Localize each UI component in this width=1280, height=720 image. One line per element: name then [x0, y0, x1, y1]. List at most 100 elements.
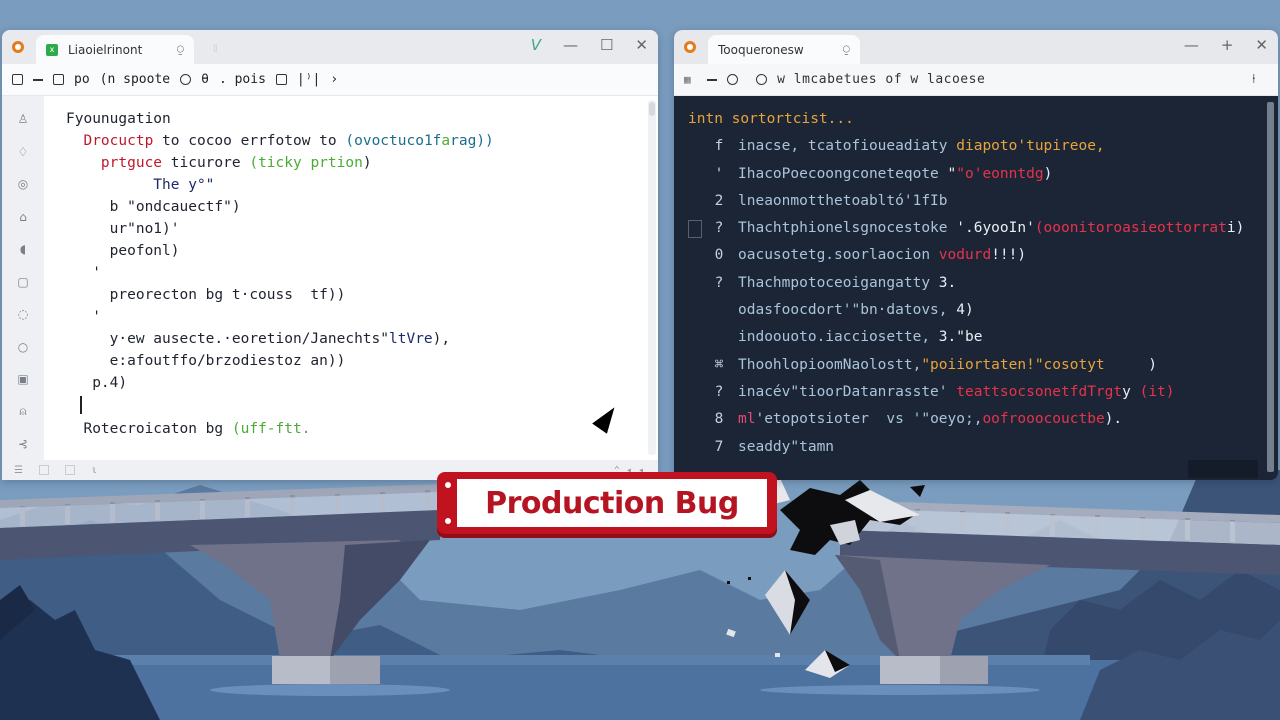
terminal-line: ⌘ThoohlopioomNaolostt,"poiiortaten!"coso…	[688, 352, 1278, 379]
minus-icon[interactable]	[707, 78, 718, 81]
terminal-token: '.6yooIn'	[956, 220, 1035, 237]
terminal-tab[interactable]: Tooqueronesw ⍜	[708, 35, 860, 64]
code-line: peofonl)	[66, 240, 658, 262]
circle-icon[interactable]: ○	[17, 339, 29, 354]
app-logo-icon	[12, 41, 24, 53]
code-line: preorecton bg t·couss tf))	[66, 284, 658, 306]
activity-bar: ♙ ♢ ◎ ⌂ ◖ ▢ ◌ ○ ▣ ⍝ ⊰	[2, 96, 44, 460]
terminal-token: Thachtphionelsgnocestoke	[738, 220, 957, 237]
line-marker: f	[714, 138, 724, 155]
code-token: ),	[432, 331, 451, 347]
terminal-token: Thachmpotoceoigangatty	[738, 274, 939, 291]
image-icon[interactable]: ▣	[17, 372, 29, 386]
person-icon[interactable]: ♙	[17, 112, 29, 126]
bolt-icon	[445, 518, 451, 524]
editor-toolbar: po (n spoote θ . pois |⁾| ›	[2, 64, 658, 96]
terminal-corner	[1188, 460, 1258, 478]
code-token: to cocoo errfotow to	[153, 133, 346, 149]
terminal-token: 3."be	[938, 329, 983, 346]
terminal-scrollbar[interactable]	[1267, 102, 1274, 472]
chevron-right-icon[interactable]: ›	[330, 72, 339, 87]
close-button[interactable]: ✕	[1255, 36, 1268, 54]
speech-icon[interactable]: ◖	[19, 242, 27, 256]
status-box-icon[interactable]	[38, 465, 49, 475]
vertical-scrollbar[interactable]	[648, 100, 656, 455]
circle-icon[interactable]	[756, 74, 768, 85]
code-token: preorecton bg t·couss tf))	[66, 287, 346, 303]
bag-icon[interactable]: ⌂	[19, 209, 27, 224]
new-tab-button[interactable]: +	[1220, 36, 1234, 54]
code-line: Fyounugation	[66, 108, 658, 130]
code-line: ur"no1)'	[66, 218, 658, 240]
code-area[interactable]: Fyounugation Drocuctp to cocoo errfotow …	[44, 96, 658, 460]
check-icon[interactable]: V	[530, 36, 541, 54]
terminal-token: 'etopotsioter vs '"oeyo;,	[755, 411, 983, 428]
terminal-token: )	[1104, 356, 1158, 373]
code-token: (ticky prtion	[249, 155, 363, 171]
collapse-icon[interactable]	[33, 78, 43, 81]
terminal-token: ml	[738, 411, 756, 428]
terminal-token: oacusotetg.soorlaocion	[738, 247, 939, 264]
code-token: rag))	[450, 133, 494, 149]
sign-label: Production Bug	[457, 479, 767, 527]
terminal-token: intn	[688, 111, 732, 127]
panel-icon[interactable]	[53, 74, 64, 85]
tab-title: Liaoielrinont	[68, 42, 143, 57]
minimize-button[interactable]: —	[562, 36, 578, 54]
terminal-token: )	[1043, 165, 1053, 182]
terminal-line: ?Thachtphionelsgnocestoke '.6yooIn'(ooon…	[688, 215, 1278, 242]
pin-icon[interactable]: ♢	[17, 144, 29, 159]
title-bar: Tooqueronesw ⍜ — + ✕	[674, 30, 1278, 64]
code-token	[66, 133, 83, 149]
code-line: p.4)	[66, 372, 658, 394]
new-tab-button[interactable]: ▯	[212, 41, 219, 54]
code-token: prtguce	[100, 155, 163, 171]
sidebar-toggle-icon[interactable]	[12, 74, 23, 85]
code-token: b "ondcauectf")	[66, 199, 241, 215]
lock-icon[interactable]: ⍝	[19, 404, 27, 418]
tab-title: Tooqueronesw	[718, 42, 804, 57]
text-cursor	[80, 396, 82, 414]
menu-icon[interactable]: ☰	[14, 464, 23, 476]
status-box-icon[interactable]	[64, 465, 75, 475]
grid-icon[interactable]: ▦	[684, 73, 692, 86]
toolbar-path: w lmcabetues of w lacoese	[777, 72, 986, 87]
code-token: a	[441, 133, 451, 149]
toolbar-item[interactable]: θ	[201, 72, 209, 87]
editor-tab[interactable]: x Liaoielrinont ⍜	[36, 35, 194, 64]
circle-icon[interactable]	[727, 74, 739, 85]
close-button[interactable]: ✕	[635, 36, 648, 54]
terminal-token: IhacoPoecoongconeteqote	[738, 165, 948, 182]
tab-close-icon[interactable]: ⍜	[176, 42, 184, 56]
toolbar-item[interactable]: . pois	[218, 72, 266, 87]
globe-icon[interactable]: ◌	[17, 307, 29, 321]
code-token: peofonl)	[66, 243, 180, 259]
code-token: The y°"	[66, 177, 215, 193]
code-token: '	[66, 265, 101, 281]
record-icon[interactable]	[180, 74, 192, 85]
pin-icon[interactable]: ⍿	[1252, 72, 1256, 87]
toolbar-item[interactable]: (n spoote	[99, 72, 171, 87]
terminal-token: diapoto'tupireoe,	[956, 138, 1105, 155]
split-icon[interactable]	[275, 74, 287, 85]
code-line	[66, 396, 658, 418]
terminal-token: oofrooocouctbe	[982, 411, 1105, 428]
code-token: ltVre	[389, 331, 433, 347]
tab-close-icon[interactable]: ⍜	[842, 42, 850, 56]
bolt-icon	[445, 482, 451, 488]
terminal-line: ?inacév"tioorDatanrasste' teattsocsonetf…	[688, 379, 1278, 406]
terminal-line: 'IhacoPoecoongconeteqote ""o'eonntdg)	[688, 161, 1278, 188]
maximize-button[interactable]: ☐	[599, 36, 614, 54]
toolbar-item[interactable]: |⁾|	[296, 72, 321, 87]
minimize-button[interactable]: —	[1183, 36, 1199, 54]
terminal-line: ?Thachmpotoceoigangatty 3.	[688, 270, 1278, 297]
breakpoint-marker[interactable]	[688, 220, 702, 239]
toolbar-item[interactable]: po	[74, 72, 90, 87]
debug-icon[interactable]: ⊰	[17, 437, 29, 451]
chat-icon[interactable]: ◎	[17, 177, 29, 191]
code-token: (uff-ftt.	[231, 421, 311, 437]
code-line: Drocuctp to cocoo errfotow to (ovoctuco1…	[66, 130, 658, 152]
file-icon[interactable]: ▢	[17, 274, 29, 289]
